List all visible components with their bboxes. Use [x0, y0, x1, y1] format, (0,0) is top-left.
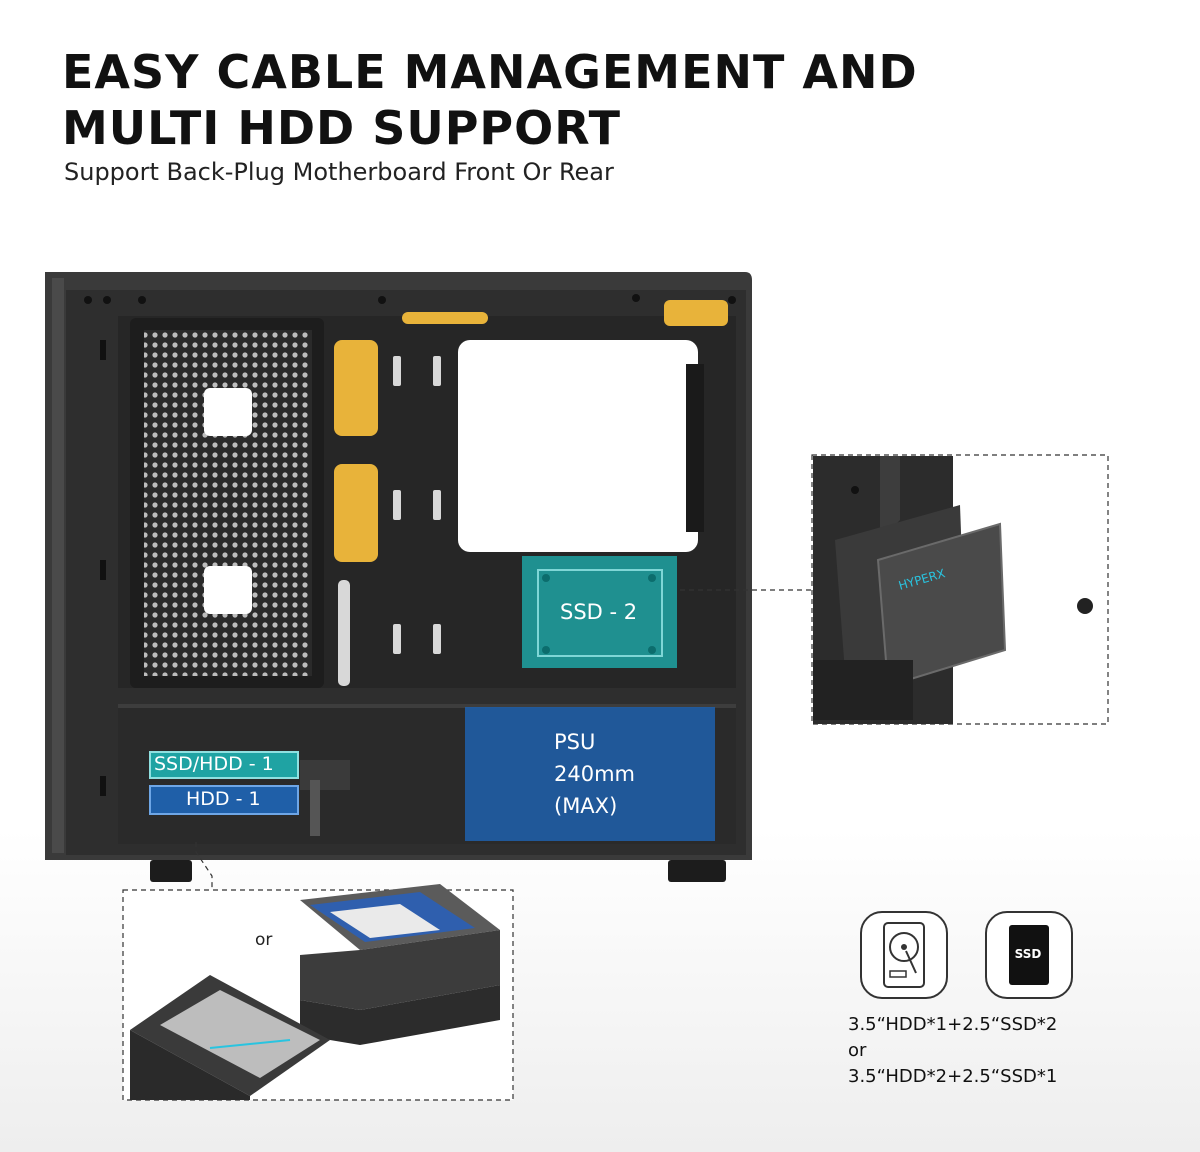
hdd-cage [149, 751, 350, 836]
ssd-icon [985, 911, 1073, 999]
hdd-icon [860, 911, 948, 999]
page-subtitle: Support Back-Plug Motherboard Front Or R… [64, 158, 614, 186]
ssd-2-label: SSD - 2 [560, 600, 638, 624]
cable-grommets [334, 300, 728, 562]
hdd-1-label: HDD - 1 [186, 788, 261, 810]
psu-label: PSU 240mm (MAX) [554, 726, 635, 822]
psu-label-line-1: PSU [554, 730, 596, 754]
hdd-1-highlight [149, 785, 299, 815]
psu-label-line-3: (MAX) [554, 794, 618, 818]
storage-config-text: 3.5“HDD*1+2.5“SSD*2 or 3.5“HDD*2+2.5“SSD… [848, 1012, 1057, 1090]
ssd-mount-inset: HYPERX [811, 454, 1109, 725]
config-or: or [848, 1040, 867, 1061]
psu-highlight [465, 707, 715, 841]
ssd-hdd-1-highlight [149, 751, 299, 779]
config-option-2: 3.5“HDD*2+2.5“SSD*1 [848, 1066, 1058, 1087]
psu-label-line-2: 240mm [554, 762, 635, 786]
page-title: EASY CABLE MANAGEMENT AND MULTI HDD SUPP… [62, 44, 918, 156]
hdd-cage-inset [122, 884, 514, 1101]
title-line-2: MULTI HDD SUPPORT [62, 101, 621, 155]
or-label: or [255, 930, 273, 950]
ssd-hdd-1-label: SSD/HDD - 1 [154, 753, 274, 775]
ssd-icon-text: SSD [1014, 947, 1042, 961]
title-line-1: EASY CABLE MANAGEMENT AND [62, 45, 918, 99]
tie-slots [338, 356, 441, 686]
ssd-2-highlight [522, 556, 677, 668]
config-option-1: 3.5“HDD*1+2.5“SSD*2 [848, 1014, 1058, 1035]
psu-mesh-bracket [130, 318, 324, 688]
cpu-cutout [458, 340, 698, 552]
case-foot-right [668, 860, 726, 882]
case-foot-left [150, 860, 192, 882]
